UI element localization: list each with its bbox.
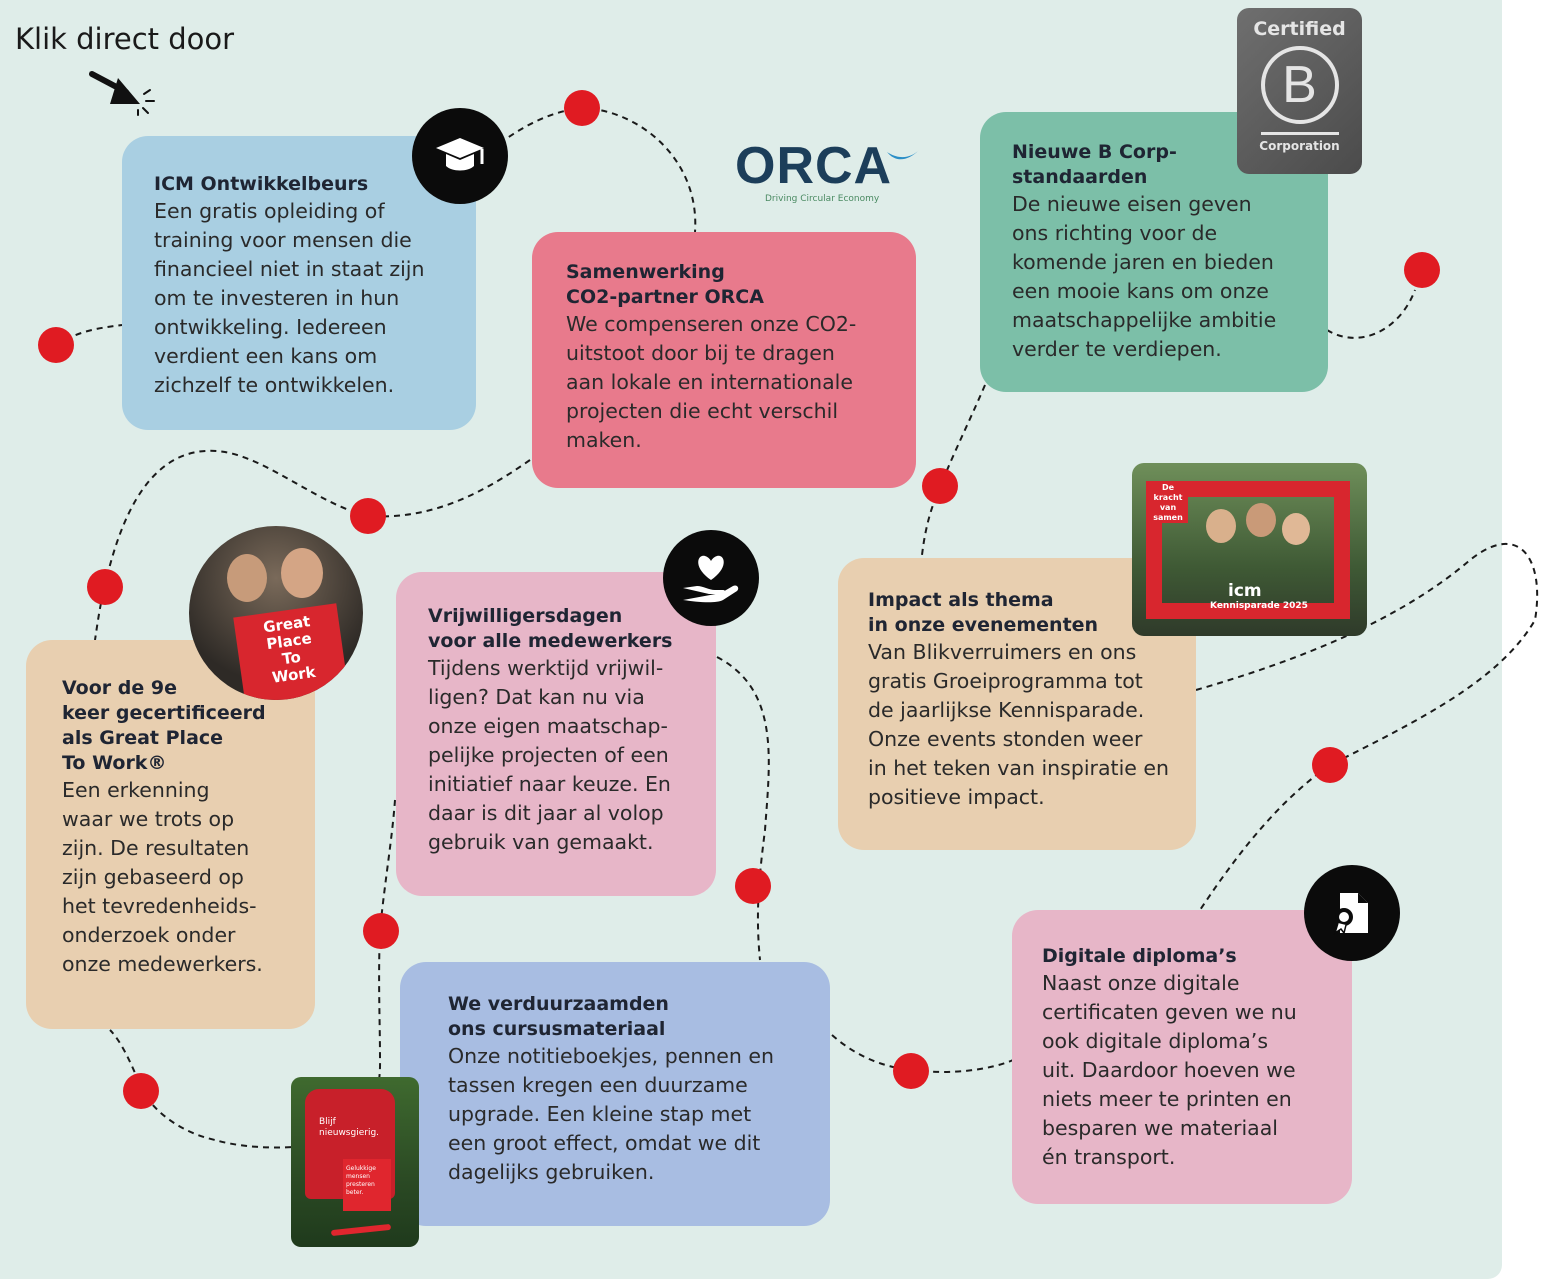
pointer-arrow-icon: [89, 71, 155, 116]
timeline-dot: [922, 468, 958, 504]
kennisparade-photo: De kracht van samen icm Kennisparade 202…: [1132, 463, 1367, 636]
card-orca[interactable]: Samenwerking CO2-partner ORCA We compens…: [532, 232, 916, 488]
bcorp-logo: Certified B Corporation: [1237, 8, 1362, 174]
card-vrijwilligers[interactable]: Vrijwilligersdagen voor alle medewerkers…: [396, 572, 716, 896]
card-body: We compenseren onze CO2- uitstoot door b…: [566, 312, 857, 452]
timeline-dot: [564, 90, 600, 126]
timeline-dot: [893, 1053, 929, 1089]
bcorp-logo-top: Certified: [1253, 18, 1346, 40]
gptw-photo-sign: Great Place To Work: [233, 603, 349, 700]
orca-wave-icon: [887, 150, 919, 160]
card-duurzaam[interactable]: We verduurzaamden ons cursusmateriaal On…: [400, 962, 830, 1226]
kennisparade-sign-bottom: Kennisparade 2025: [1210, 601, 1308, 611]
path-segment: [474, 106, 697, 233]
timeline-dot: [735, 868, 771, 904]
card-ontwikkelbeurs[interactable]: ICM Ontwikkelbeurs Een gratis opleiding …: [122, 136, 476, 430]
card-body: Een gratis opleiding of training voor me…: [154, 199, 425, 397]
path-segment: [1195, 542, 1539, 911]
tote-bag-text: Blijf nieuwsgierig.: [319, 1117, 380, 1138]
card-gptw[interactable]: Voor de 9e keer gecertificeerd als Great…: [26, 640, 315, 1029]
card-title: Samenwerking CO2-partner ORCA: [566, 261, 764, 308]
heart-hand-icon: [663, 530, 759, 626]
orca-logo-name: ORCA: [735, 137, 893, 195]
card-body: Van Blikverruimers en ons gratis Groeipr…: [868, 640, 1170, 809]
path-segment: [1326, 289, 1416, 339]
card-body: Onze notitieboekjes, pennen en tassen kr…: [448, 1044, 775, 1184]
card-title: Impact als thema in onze evenementen: [868, 589, 1099, 636]
path-segment: [55, 324, 123, 346]
timeline-dot: [1404, 252, 1440, 288]
card-body: Naast onze digitale certificaten geven w…: [1042, 971, 1297, 1169]
timeline-dot: [1312, 747, 1348, 783]
kennisparade-sign-logo: icm: [1228, 581, 1262, 601]
gptw-photo: Great Place To Work: [189, 526, 363, 700]
timeline-dot: [87, 569, 123, 605]
card-title: Vrijwilligersdagen voor alle medewerkers: [428, 605, 673, 652]
bcorp-logo-letter: B: [1260, 46, 1339, 124]
kennisparade-sign-top: De kracht van samen: [1148, 483, 1188, 523]
timeline-dot: [363, 913, 399, 949]
timeline-dot: [38, 327, 74, 363]
card-body: Tijdens werktijd vrijwil- ligen? Dat kan…: [428, 656, 671, 854]
card-title: ICM Ontwikkelbeurs: [154, 173, 369, 195]
card-body: De nieuwe eisen geven ons richting voor …: [1012, 192, 1277, 361]
graduation-cap-icon: [412, 108, 508, 204]
tote-bag-photo: Blijf nieuwsgierig. Gelukkige mensen pre…: [291, 1077, 419, 1247]
click-through-label: Klik direct door: [15, 22, 235, 56]
timeline-dot: [123, 1073, 159, 1109]
card-title: Nieuwe B Corp- standaarden: [1012, 141, 1177, 188]
path-segment: [716, 656, 770, 961]
card-title: Digitale diploma’s: [1042, 945, 1237, 967]
timeline-dot: [350, 498, 386, 534]
bcorp-logo-bottom: Corporation: [1259, 139, 1340, 153]
notebook-text: Gelukkige mensen presteren beter.: [343, 1159, 391, 1211]
digital-certificate-icon: [1304, 865, 1400, 961]
card-body: Een erkenning waar we trots op zijn. De …: [62, 778, 263, 976]
orca-logo-tagline: Driving Circular Economy: [765, 194, 880, 204]
card-title: Voor de 9e keer gecertificeerd als Great…: [62, 677, 266, 774]
orca-logo: ORCA Driving Circular Economy: [735, 140, 925, 210]
card-title: We verduurzaamden ons cursusmateriaal: [448, 993, 669, 1040]
card-diploma[interactable]: Digitale diploma’s Naast onze digitale c…: [1012, 910, 1352, 1204]
